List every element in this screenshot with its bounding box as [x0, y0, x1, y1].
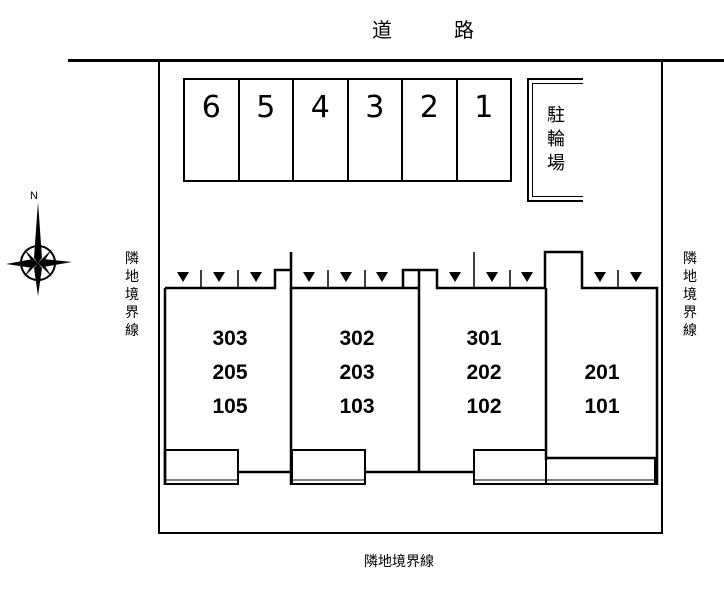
road-line [68, 59, 724, 62]
compass-north-label: N [30, 190, 38, 202]
boundary-label-char: 界 [683, 305, 697, 321]
parking-space-number: 4 [310, 90, 330, 125]
compass-rose-icon: N [4, 190, 74, 300]
unit-number: 303 [212, 327, 248, 350]
unit-number: 201 [584, 361, 620, 384]
parking-space-number: 3 [365, 90, 385, 125]
parking-space: 2 [403, 80, 458, 180]
unit-number: 105 [212, 395, 248, 418]
parking-space: 3 [349, 80, 403, 180]
unit-number: 202 [466, 361, 502, 384]
parking-space: 1 [458, 80, 511, 180]
bicycle-parking-label: 駐 輪 場 [543, 104, 569, 176]
road-label-char-1: 道 [372, 18, 392, 42]
parking-space-number: 1 [474, 90, 494, 125]
road-label: 道 路 [372, 14, 482, 42]
boundary-label-char: 地 [125, 269, 139, 285]
building-units: 301 202 102 [439, 322, 529, 424]
boundary-label-char: 境 [683, 287, 697, 303]
left-boundary-label: 隣 地 境 界 線 [124, 250, 140, 340]
bottom-boundary-label: 隣地境界線 [364, 554, 434, 570]
unit-number: 301 [466, 327, 502, 350]
boundary-label-char: 地 [683, 269, 697, 285]
right-boundary-label: 隣 地 境 界 線 [682, 250, 698, 340]
bicycle-parking-label-char: 輪 [547, 129, 565, 150]
unit-number: 203 [339, 361, 375, 384]
boundary-label-char: 境 [125, 287, 139, 303]
bicycle-parking-label-char: 場 [547, 153, 565, 174]
building-units: 303 205 105 [185, 322, 275, 424]
parking-row: 6 5 4 3 2 1 [183, 78, 512, 182]
lot-boundary [158, 61, 663, 534]
parking-space-number: 6 [201, 90, 221, 125]
boundary-label-char: 隣 [683, 251, 697, 267]
building-units: 302 203 103 [312, 322, 402, 424]
parking-space-number: 2 [419, 90, 439, 125]
bicycle-parking-label-char: 駐 [547, 105, 565, 126]
road-label-char-2: 路 [454, 18, 474, 42]
unit-number: 302 [339, 327, 375, 350]
boundary-label-char: 線 [125, 323, 139, 339]
boundary-label-char: 界 [125, 305, 139, 321]
parking-space: 5 [240, 80, 294, 180]
building-units: 201 101 [557, 356, 647, 424]
bicycle-parking: 駐 輪 場 [527, 78, 583, 202]
unit-number: 103 [339, 395, 375, 418]
unit-number: 102 [466, 395, 502, 418]
boundary-label-char: 線 [683, 323, 697, 339]
unit-number: 205 [212, 361, 248, 384]
boundary-label-char: 隣 [125, 251, 139, 267]
parking-space: 4 [294, 80, 349, 180]
compass-graphic [6, 202, 72, 296]
unit-number: 101 [584, 395, 620, 418]
parking-space: 6 [185, 80, 240, 180]
parking-space-number: 5 [256, 90, 276, 125]
